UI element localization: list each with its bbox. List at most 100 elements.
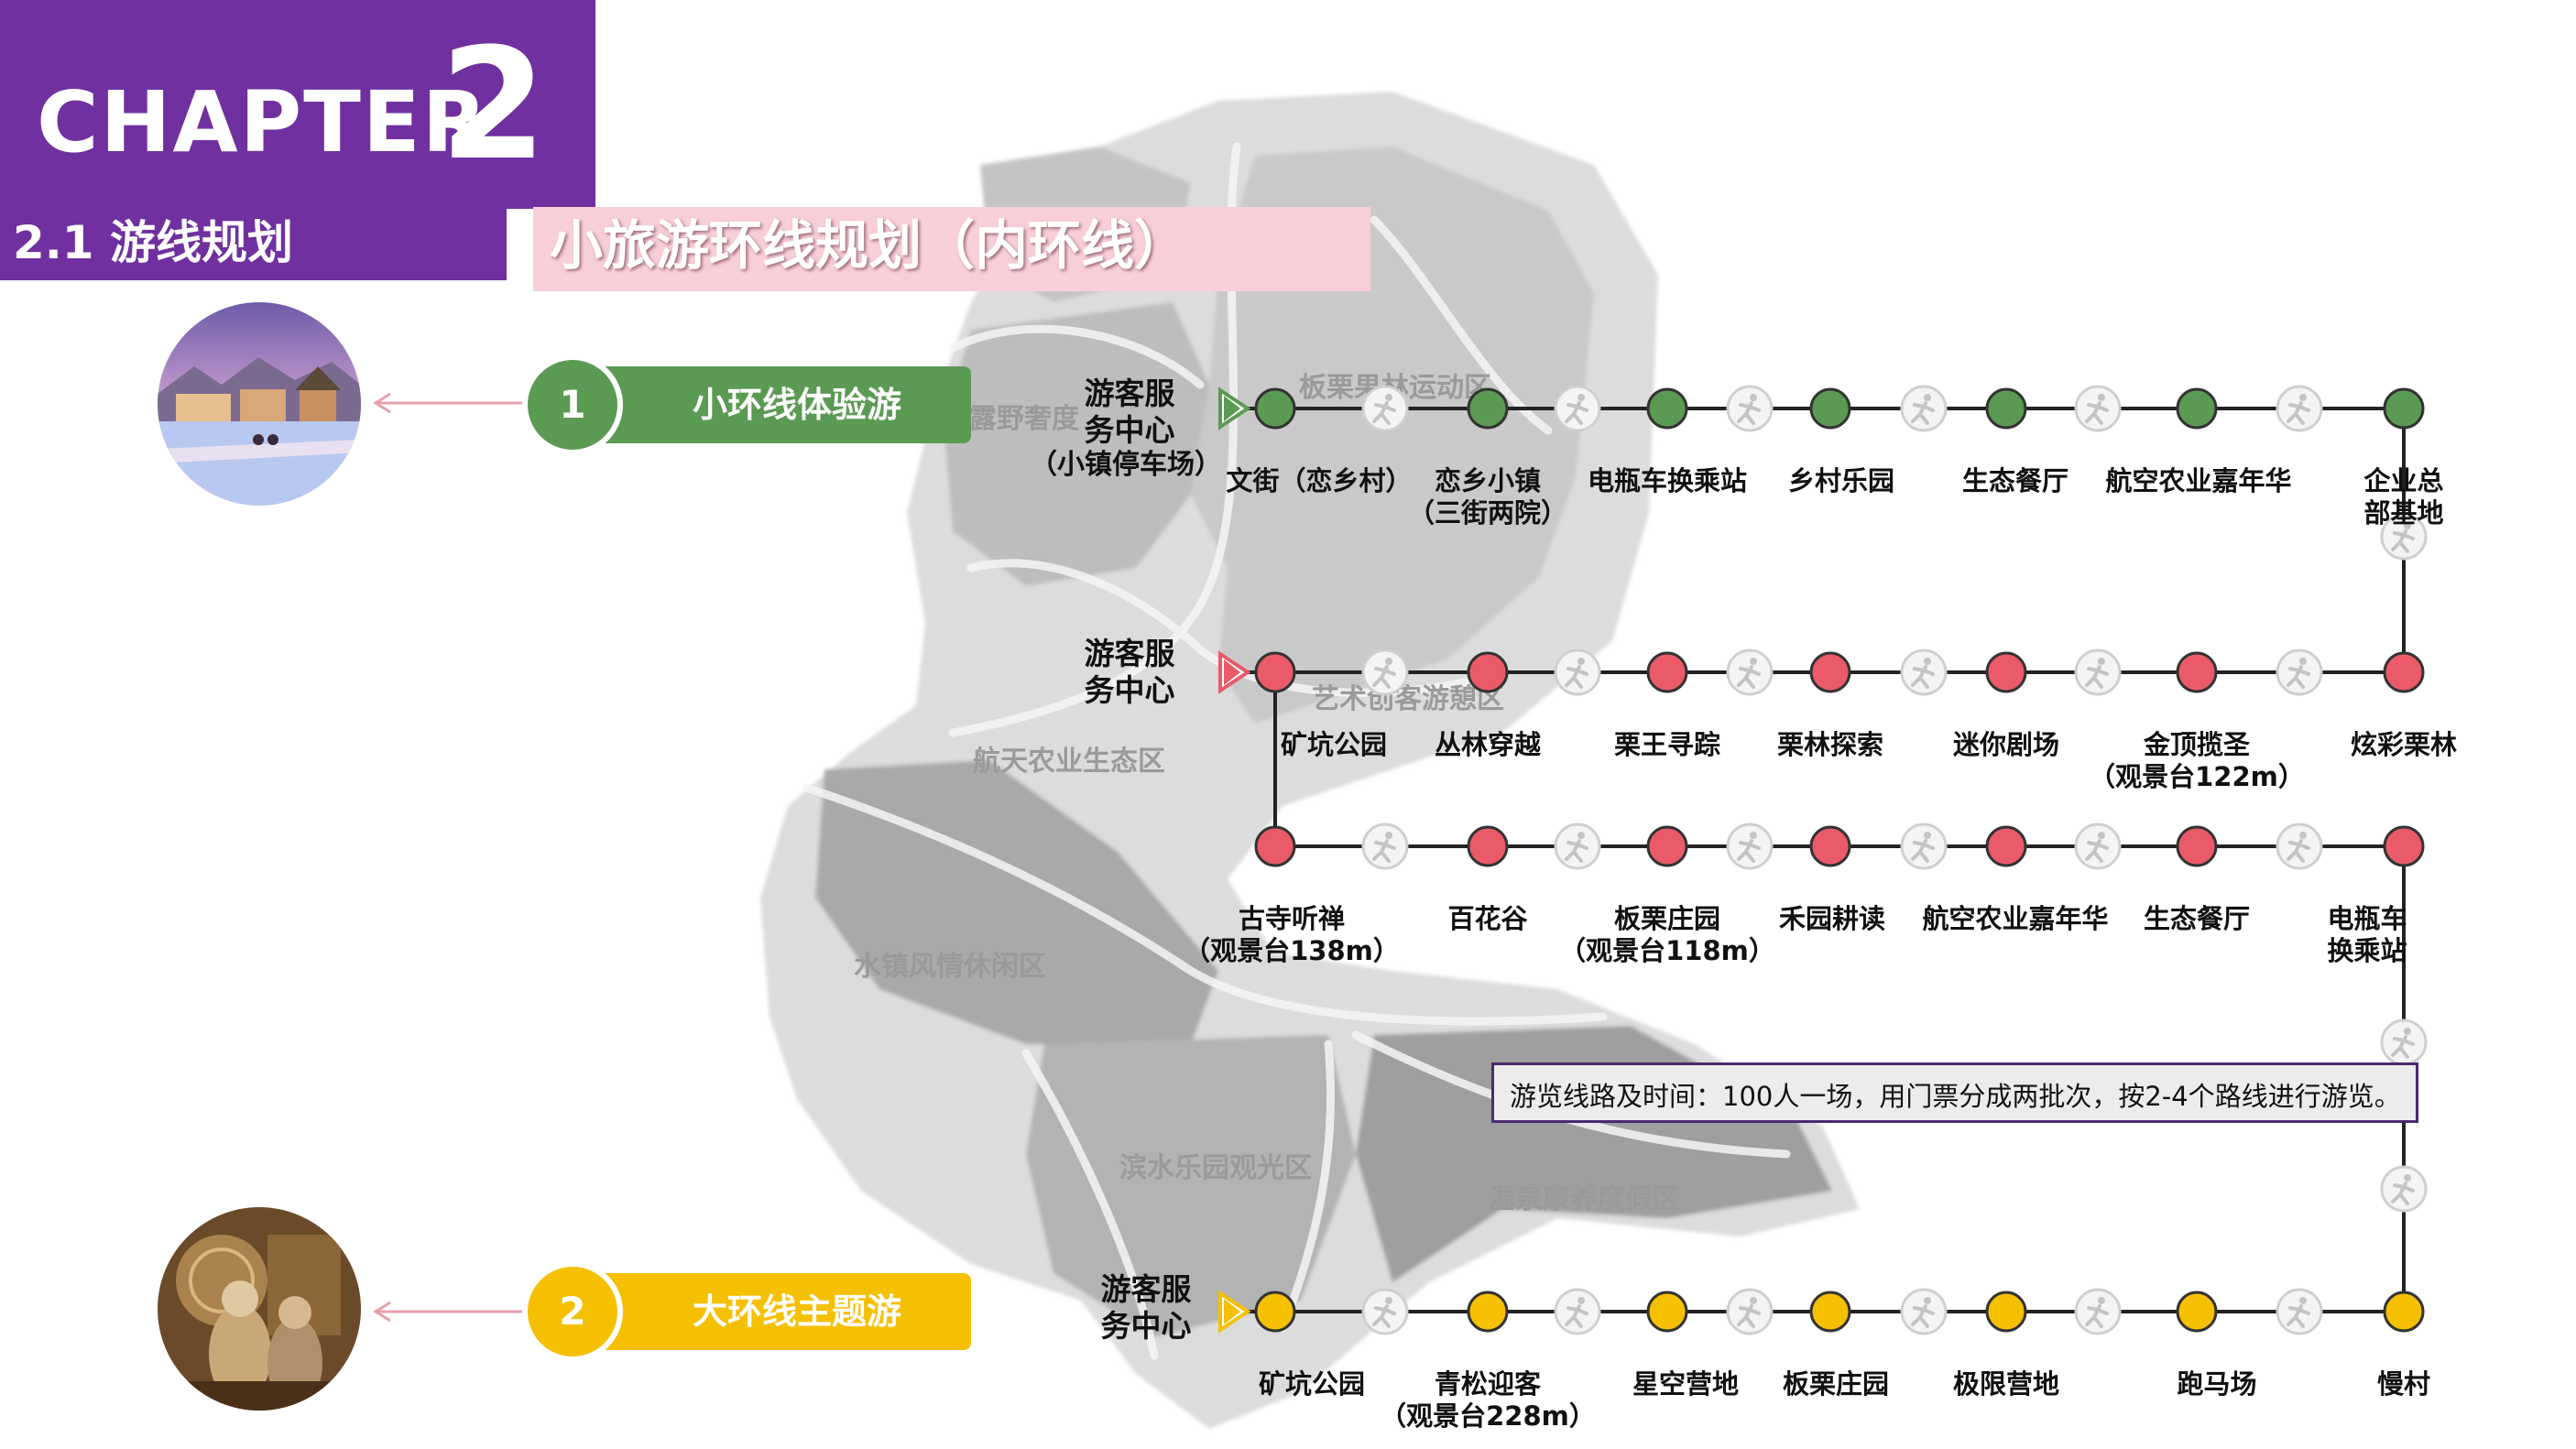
svc2-line1: 游客服 (1084, 636, 1175, 671)
walk-icon-row2-4-head (2098, 658, 2105, 665)
route1-thumbnail (158, 302, 361, 506)
walk-icon-row3-2-head (1750, 832, 1757, 839)
walk-icon-row2-5 (2287, 665, 2310, 689)
stop-marker-row3-4 (1985, 825, 2027, 867)
stop-label-row4-5: 跑马场 (2177, 1368, 2256, 1400)
stop-label-row1-1: 恋乡小镇（三街两院） (1408, 465, 1567, 530)
stop-label-row2-3: 栗林探索 (1777, 729, 1883, 761)
walk-icon-row4-4-head (2098, 1297, 2105, 1304)
stop-label-line: （三街两院） (1407, 497, 1568, 529)
stop-label-row1-3: 乡村乐园 (1788, 465, 1894, 497)
stop-label-line: 古寺听禅 (1238, 903, 1346, 934)
stop-label-line: 跑马场 (2177, 1368, 2257, 1400)
stop-marker-row4-0 (1254, 1291, 1296, 1333)
walk-icon-row3-0-head (1385, 832, 1392, 839)
walk-icon-row2-0 (1372, 665, 1396, 689)
stop-label-row2-0: 矿坑公园 (1281, 729, 1387, 761)
stop-label-line: 矿坑公园 (1258, 1368, 1366, 1400)
stop-marker-row1-5 (2176, 387, 2218, 430)
walk-icon-row1-3-head (1924, 394, 1931, 401)
zone-label-art-maker: 艺术创客游憩区 (1312, 683, 1504, 715)
svc4-line1: 游客服 (1100, 1271, 1192, 1307)
stop-label-row4-1: 青松迎客（观景台228m） (1380, 1368, 1596, 1433)
walk-icon-row4-0 (1372, 1304, 1396, 1328)
section-title: 2.1 游线规划 (13, 216, 293, 269)
stop-marker-row1-6 (2383, 387, 2425, 430)
stop-label-row4-3: 板栗庄园 (1783, 1368, 1889, 1400)
section-banner (0, 209, 507, 280)
stop-label-row2-6: 炫彩栗林 (2351, 729, 2457, 761)
route2-label: 大环线主题游 (692, 1291, 901, 1332)
stop-label-row4-4: 极限营地 (1953, 1368, 2059, 1400)
stop-label-line: 迷你剧场 (1952, 729, 2060, 760)
walk-icon-row3-4 (2085, 839, 2109, 863)
route1-pill[interactable]: 小环线体验游 (568, 366, 971, 443)
walk-icon-row3-2 (1737, 839, 1761, 863)
stop-label-line: 板栗庄园 (1782, 1368, 1890, 1400)
walk-icon-row4-1-head (1577, 1297, 1585, 1304)
walk-icon-row4-3-head (1924, 1297, 1931, 1304)
stop-label-line: 百花谷 (1447, 903, 1528, 934)
walk-icon-row4-4 (2085, 1304, 2109, 1328)
subtitle: 小旅游环线规划（内环线） (550, 214, 1188, 277)
stop-label-line: 禾园耕读 (1778, 903, 1886, 934)
walk-icon-row2-5-head (2299, 658, 2307, 665)
stop-label-line: 极限营地 (1952, 1368, 2060, 1400)
service-center-row2: 游客服 务中心 (1079, 636, 1180, 708)
walk-icon-row4-5 (2287, 1304, 2310, 1328)
pointer-arrows (373, 392, 522, 1323)
walk-icon-vertical-0-head (2404, 522, 2411, 529)
walk-icon-vertical-0 (2391, 529, 2415, 553)
walk-icon-row2-2 (1737, 665, 1761, 689)
stop-label-row3-2: 板栗庄园（观景台118m） (1559, 903, 1775, 968)
stop-label-line: 炫彩栗林 (2350, 729, 2458, 760)
stop-marker-row3-6 (2383, 825, 2425, 867)
service-center-row1-parking: （小镇停车场） (1030, 449, 1222, 481)
stop-label-line: 生态餐厅 (1961, 465, 2069, 496)
stop-label-row3-1: 百花谷 (1447, 903, 1527, 935)
stop-marker-row4-3 (1809, 1291, 1851, 1333)
stop-label-row1-0: 文街（恋乡村） (1226, 465, 1412, 497)
walk-icon-row3-4-head (2098, 832, 2105, 839)
stop-label-line: 换乘站 (2327, 935, 2407, 967)
stop-marker-row4-4 (1985, 1291, 2027, 1333)
route1-number: 1 (522, 354, 623, 455)
start-arrow-inner-row1 (1224, 396, 1240, 421)
walk-icon-row4-2 (1737, 1304, 1761, 1328)
stop-label-line: 乡村乐园 (1787, 465, 1895, 496)
stop-marker-row3-3 (1809, 825, 1851, 867)
walk-icon-row1-5 (2287, 401, 2310, 425)
stop-label-row4-0: 矿坑公园 (1259, 1368, 1365, 1400)
stop-marker-row3-0 (1254, 825, 1296, 867)
walk-icon-row1-2-head (1750, 394, 1757, 401)
route2-number: 2 (522, 1261, 623, 1362)
stop-label-line: （观景台118m） (1559, 935, 1775, 967)
stop-label-line: 栗林探索 (1776, 729, 1884, 760)
stop-label-line: 航空农业嘉年华 (2105, 465, 2292, 496)
stop-marker-row3-5 (2176, 825, 2218, 867)
stop-label-line: 丛林穿越 (1434, 729, 1542, 760)
stop-label-row1-2: 电瓶车换乘站 (1588, 465, 1747, 497)
stop-label-line: 金顶揽圣 (2143, 729, 2251, 760)
walk-icon-vertical-1 (2391, 1035, 2415, 1059)
route2-pill[interactable]: 大环线主题游 (568, 1273, 971, 1350)
walk-icon-row3-1 (1565, 839, 1588, 863)
route2-thumbnail (158, 1207, 361, 1411)
stop-marker-row2-6 (2383, 651, 2425, 693)
zone-label-hotspring: 温泉康养度假区 (1488, 1183, 1680, 1215)
stop-label-line: 矿坑公园 (1280, 729, 1388, 760)
stop-marker-row1-4 (1985, 387, 2027, 430)
service-center-row4: 游客服 务中心 (1096, 1271, 1196, 1344)
stop-marker-row3-2 (1646, 825, 1688, 867)
stop-label-row4-2: 星空营地 (1632, 1368, 1739, 1400)
stop-label-row3-3: 禾园耕读 (1779, 903, 1885, 935)
stop-label-row2-4: 迷你剧场 (1953, 729, 2059, 761)
start-arrow-inner-row4 (1224, 1299, 1240, 1324)
stop-label-row2-1: 丛林穿越 (1435, 729, 1541, 761)
walk-icon-row1-2 (1737, 401, 1761, 425)
svc1-line2: 务中心 (1084, 411, 1175, 448)
stop-marker-row2-1 (1467, 651, 1509, 693)
stop-marker-row2-2 (1646, 651, 1688, 693)
walk-icon-vertical-2 (2391, 1182, 2415, 1205)
